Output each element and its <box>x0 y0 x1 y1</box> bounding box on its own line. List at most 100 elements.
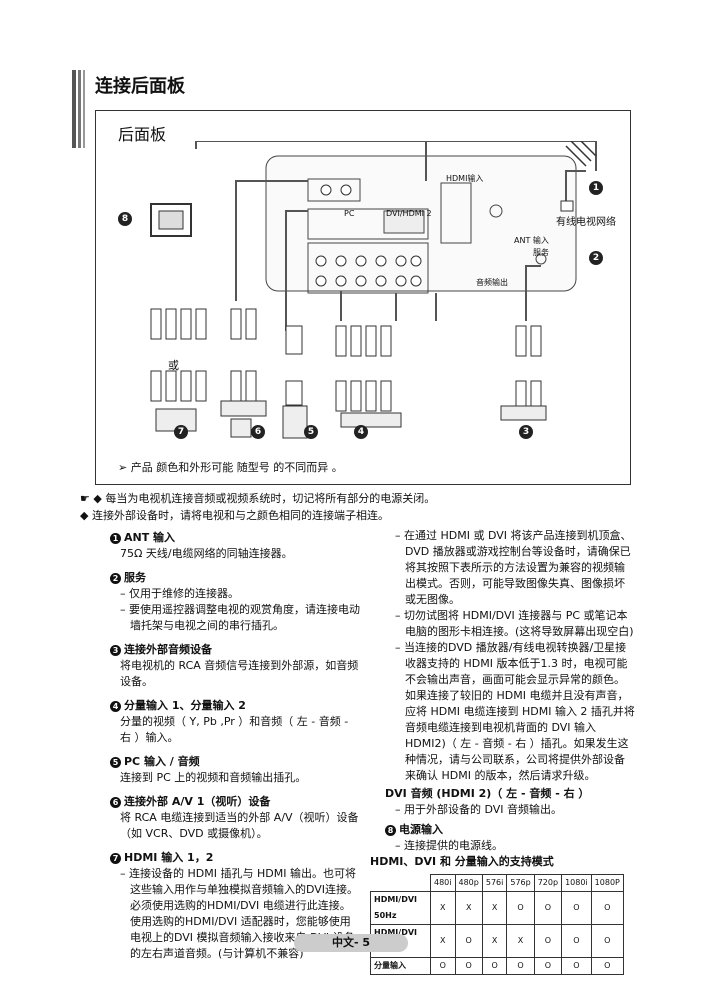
dvi-label: DVI/HDMI 2 <box>386 209 432 218</box>
table-cell: X <box>481 891 508 925</box>
dash-text: 连接设备的 HDMI 插孔与 HDMI 输出。也可将这些输入用作与单独模拟音频输… <box>129 867 359 960</box>
section-dash: – 要使用遥控器调整电视的观赏角度，请连接电动墙托架与电视之间的串行插孔。 <box>120 603 360 632</box>
table-cell: O <box>533 924 563 958</box>
notes: ☛ ◆ 每当为电视机连接音频或视频系统时，切记将所有部分的电源关闭。 ◆ 连接外… <box>80 490 435 524</box>
section-title: ANT 输入 <box>124 531 176 544</box>
table-header: 720p <box>533 874 563 892</box>
connection-diagram <box>150 141 597 439</box>
table-cell: O <box>506 957 535 975</box>
table-cell: O <box>590 957 624 975</box>
section-text: 连接到 PC 上的视频和音频输出插孔。 <box>120 771 307 784</box>
dash-text: 在通过 HDMI 或 DVI 将该产品连接到机顶盒、DVD 播放器或游戏控制台等… <box>404 529 632 606</box>
right-column: – 在通过 HDMI 或 DVI 将该产品连接到机顶盒、DVD 播放器或游戏控制… <box>370 528 635 975</box>
table-cell: O <box>454 957 483 975</box>
table-cell: O <box>430 957 456 975</box>
table-header: 480p <box>454 874 483 892</box>
dash-text: 仅用于维修的连接器。 <box>129 587 239 600</box>
dash-text: 当连接的DVD 播放器/有线电视转换器/卫星接收器支持的 HDMI 版本低于1.… <box>404 641 635 782</box>
rear-panel-diagram: 后面板 <box>95 110 631 485</box>
dash-text: 连接提供的电源线。 <box>404 839 503 852</box>
note-line: ☛ ◆ 每当为电视机连接音频或视频系统时，切记将所有部分的电源关闭。 <box>80 492 436 505</box>
table-header-row: 480i 480p 576i 576p 720p 1080i 1080P <box>371 874 624 892</box>
table-cell: X <box>454 891 483 925</box>
callout-1: 1 <box>589 181 603 195</box>
support-mode-table: 480i 480p 576i 576p 720p 1080i 1080P HDM… <box>370 874 624 975</box>
table-cell: O <box>561 957 592 975</box>
callout-8: 8 <box>118 212 132 226</box>
panel-title: 后面板 <box>118 125 167 144</box>
note-line: ◆ 连接外部设备时，请将电视和与之颜色相同的连接端子相连。 <box>80 509 389 522</box>
power-dash: – 连接提供的电源线。 <box>395 839 503 852</box>
section-number: 1 <box>110 532 121 544</box>
section-title: 服务 <box>124 571 146 584</box>
table-row: 分量输入 O O O O O O O <box>370 957 624 975</box>
section-title: 连接外部音频设备 <box>124 643 212 656</box>
callout-5: 5 <box>304 425 318 439</box>
ant-in-label: ANT 输入 <box>514 236 549 245</box>
section-number: 7 <box>110 852 121 864</box>
section-title: PC 输入 / 音频 <box>124 755 200 768</box>
cable-network-label: 有线电视网络 <box>556 217 616 228</box>
table-header: 1080i <box>561 874 592 892</box>
table-cell: HDMI/DVI 50Hz <box>370 891 431 925</box>
hdmi-in-label: HDMI输入 <box>446 174 484 183</box>
table-cell: X <box>506 924 535 958</box>
section-text: 75Ω 天线/电缆网络的同轴连接器。 <box>120 547 293 560</box>
table-header: 480i <box>430 874 456 892</box>
table-row: HDMI/DVI 50Hz X X X O O O O <box>370 891 624 925</box>
table-cell: O <box>561 924 592 958</box>
section-number: 8 <box>385 824 396 836</box>
table-cell: O <box>533 957 563 975</box>
table-cell: O <box>454 924 483 958</box>
decorative-side-bars <box>72 70 90 148</box>
dvi-audio-title: DVI 音频 (HDMI 2)（ 左 - 音频 - 右 ） <box>385 787 590 800</box>
section-number: 4 <box>110 700 121 712</box>
section-text: 将 RCA 电缆连接到适当的外部 A/V（视听）设备（如 VCR、DVD 或摄像… <box>120 811 359 840</box>
section-title: HDMI 输入 1，2 <box>124 851 214 864</box>
table-cell: O <box>481 957 508 975</box>
table-row: HDMI/DVI 60Hz X O X X O O O <box>370 924 624 958</box>
page-number: 中文- 5 <box>294 934 408 952</box>
section-number: 2 <box>110 572 121 584</box>
callout-2: 2 <box>589 251 603 265</box>
section-title: 连接外部 A/V 1（视听）设备 <box>124 795 271 808</box>
table-cell: O <box>506 891 535 925</box>
power-title: 电源输入 <box>399 823 443 836</box>
callout-3: 3 <box>519 425 533 439</box>
table-cell: X <box>481 924 508 958</box>
hdmi-dash: – 在通过 HDMI 或 DVI 将该产品连接到机顶盒、DVD 播放器或游戏控制… <box>395 529 632 606</box>
table-title: HDMI、DVI 和 分量输入的支持模式 <box>370 855 554 868</box>
table-header <box>371 875 431 892</box>
callout-6: 6 <box>251 425 265 439</box>
pc-label: PC <box>344 209 355 218</box>
dvi-dash: – 用于外部设备的 DVI 音频输出。 <box>395 803 563 816</box>
section-text: 分量的视频（ Y, Pb ,Pr ）和音频（ 左 - 音频 - 右 ）输入。 <box>120 715 349 744</box>
audio-out-label: 音频输出 <box>476 278 508 287</box>
section-number: 6 <box>110 796 121 808</box>
section-text: 将电视机的 RCA 音频信号连接到外部源，如音频设备。 <box>120 659 359 688</box>
dash-text: 用于外部设备的 DVI 音频输出。 <box>404 803 563 816</box>
or-label: 或 <box>168 359 179 372</box>
table-cell: O <box>533 891 563 925</box>
table-header: 576p <box>506 874 535 892</box>
hdmi-dash: – 切勿试图将 HDMI/DVI 连接器与 PC 或笔记本电脑的图形卡相连接。(… <box>395 609 634 638</box>
callout-7: 7 <box>174 425 188 439</box>
section-number: 5 <box>110 756 121 768</box>
table-cell: X <box>430 891 456 925</box>
dash-text: 切勿试图将 HDMI/DVI 连接器与 PC 或笔记本电脑的图形卡相连接。(这将… <box>404 609 634 638</box>
section-title: 分量输入 1、分量输入 2 <box>124 699 246 712</box>
section-dash: – 仅用于维修的连接器。 <box>120 587 239 600</box>
table-cell: O <box>561 891 592 925</box>
panel-footnote: ➢ 产品 颜色和外形可能 随型号 的不同而异 。 <box>118 461 343 474</box>
hdmi-dash: – 当连接的DVD 播放器/有线电视转换器/卫星接收器支持的 HDMI 版本低于… <box>395 641 635 782</box>
table-cell: X <box>430 924 456 958</box>
section-dash: – 连接设备的 HDMI 插孔与 HDMI 输出。也可将这些输入用作与单独模拟音… <box>120 867 359 960</box>
